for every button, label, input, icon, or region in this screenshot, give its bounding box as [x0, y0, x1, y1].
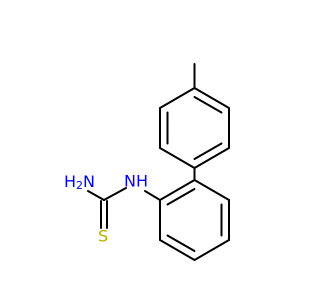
bond-ring-to-nh — [144, 190, 161, 201]
bond-lower-ring-6 — [159, 179, 196, 201]
nh2-n-text: N — [83, 172, 95, 191]
nh2-subscript: 2 — [76, 179, 83, 192]
bond-upper-ring-4 — [159, 147, 196, 169]
molecule-structure: H2N NH S — [64, 63, 230, 261]
bond-lower-ring-double-2 — [166, 234, 196, 252]
atom-label-s: S — [98, 227, 108, 246]
bond-upper-ring-3 — [193, 147, 230, 169]
bond-c-to-nh2 — [87, 190, 105, 201]
atom-label-nh2: H2N — [64, 172, 95, 193]
bond-upper-ring-1 — [193, 87, 230, 109]
bond-nh-to-c — [103, 187, 127, 201]
bond-upper-ring-double-1 — [193, 96, 223, 114]
bond-upper-ring-6 — [159, 87, 196, 109]
bond-lower-ring-4 — [159, 239, 196, 261]
nh2-h-text: H — [64, 172, 76, 191]
atom-label-nh: NH — [124, 172, 148, 191]
bond-lower-ring-1 — [193, 179, 230, 201]
atom-labels: H2N NH S — [64, 172, 148, 246]
bond-upper-ring-double-2 — [193, 142, 223, 160]
bond-lower-ring-double-3 — [166, 188, 196, 206]
bond-lower-ring-3 — [193, 239, 230, 261]
bonds — [87, 63, 230, 261]
